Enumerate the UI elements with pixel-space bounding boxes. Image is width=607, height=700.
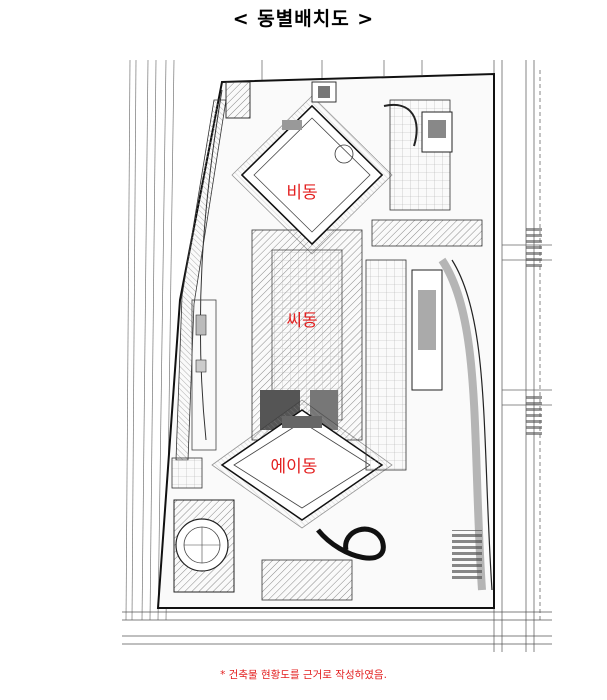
railway-lines (125, 60, 175, 621)
right-road-lines (493, 60, 552, 652)
bottom-road (122, 611, 552, 645)
page-title: < 동별배치도 > (232, 8, 375, 30)
building-c-label: 씨동 (286, 311, 317, 331)
footnote: * 건축물 현황도를 근거로 작성하였음. (220, 669, 387, 681)
building-b-label: 비동 (286, 183, 317, 203)
building-b-outline (231, 95, 393, 255)
site-plan-drawing: 비동 씨동 에이동 (122, 60, 552, 652)
building-a-label: 에이동 (271, 457, 318, 477)
